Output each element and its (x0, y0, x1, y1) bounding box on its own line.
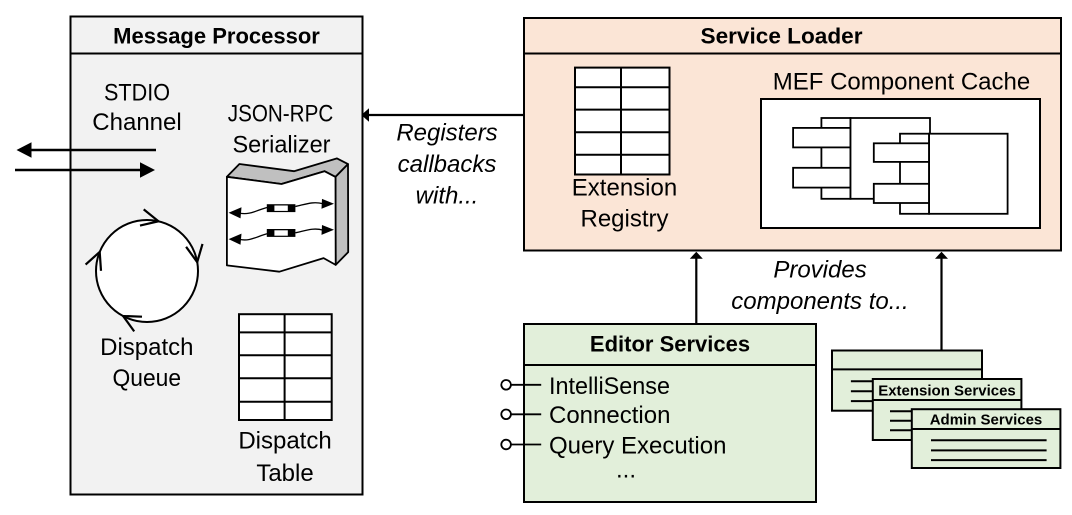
svg-text:Admin Services: Admin Services (930, 412, 1043, 429)
svg-text:Dispatch: Dispatch (238, 428, 331, 455)
svg-text:Channel: Channel (92, 109, 181, 136)
svg-text:Query Execution: Query Execution (549, 433, 726, 460)
svg-text:Serializer: Serializer (233, 132, 331, 159)
svg-text:Registers: Registers (396, 119, 497, 146)
svg-text:JSON-RPC: JSON-RPC (228, 101, 334, 128)
svg-text:Connection: Connection (549, 402, 670, 429)
svg-text:Queue: Queue (113, 365, 182, 392)
svg-text:Table: Table (256, 460, 313, 487)
svg-text:components to...: components to... (731, 288, 908, 315)
svg-text:Extension Services: Extension Services (878, 382, 1016, 399)
svg-text:Editor Services: Editor Services (590, 332, 750, 357)
svg-text:callbacks: callbacks (398, 151, 497, 178)
svg-text:Provides: Provides (773, 257, 866, 284)
svg-text:...: ... (616, 457, 636, 484)
svg-text:Extension: Extension (572, 175, 677, 202)
svg-text:Message Processor: Message Processor (113, 24, 320, 49)
svg-text:IntelliSense: IntelliSense (549, 373, 670, 400)
svg-text:Dispatch: Dispatch (100, 334, 193, 361)
svg-text:STDIO: STDIO (104, 80, 170, 107)
svg-text:with...: with... (416, 182, 479, 209)
svg-text:Registry: Registry (580, 206, 668, 233)
svg-text:Service Loader: Service Loader (701, 24, 863, 49)
svg-text:MEF Component Cache: MEF Component Cache (773, 69, 1030, 96)
